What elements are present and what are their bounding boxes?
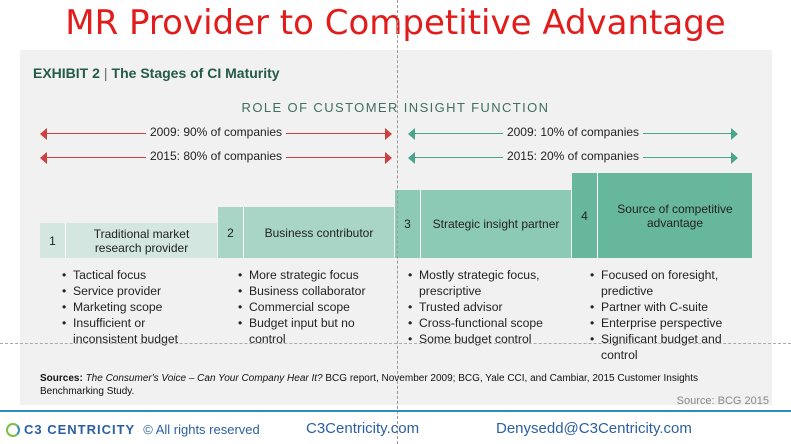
exhibit-number: EXHIBIT 2 <box>33 65 100 81</box>
stage-3: 3 Strategic insight partner <box>395 190 571 258</box>
slide-title: MR Provider to Competitive Advantage <box>65 3 726 43</box>
stage-2: 2 Business contributor <box>218 207 394 258</box>
sources-text: BCG report, November 2009; BCG, Yale CCI… <box>40 373 698 397</box>
footer-brand: C3 CENTRICITY © All rights reserved <box>6 422 260 437</box>
arrow-label: 2009: 90% of companies <box>145 125 287 139</box>
list-item: More strategic focus <box>238 267 388 283</box>
list-item: Service provider <box>62 283 212 299</box>
list-item: Enterprise perspective <box>590 315 750 331</box>
footer: C3 CENTRICITY © All rights reserved C3Ce… <box>0 414 791 444</box>
arrow-label: 2009: 10% of companies <box>502 125 644 139</box>
arrow-2015-strategic: 2015: 20% of companies <box>408 149 738 164</box>
website-link[interactable]: C3Centricity.com <box>306 420 420 437</box>
stage-4-bullets: Focused on foresight, predictive Partner… <box>590 267 750 363</box>
stage-label: Traditional market research provider <box>93 226 190 255</box>
arrow-label: 2015: 80% of companies <box>145 149 287 163</box>
exhibit-heading: EXHIBIT 2|The Stages of CI Maturity <box>33 65 280 81</box>
list-item: Business collaborator <box>238 283 388 299</box>
brand-name: C3 CENTRICITY <box>24 422 136 437</box>
arrow-2015-traditional: 2015: 80% of companies <box>40 149 392 164</box>
stage-number: 2 <box>218 207 244 258</box>
arrow-2009-strategic: 2009: 10% of companies <box>408 125 738 140</box>
list-item: Cross-functional scope <box>408 315 568 331</box>
arrow-label: 2015: 20% of companies <box>502 149 644 163</box>
stage-2-bullets: More strategic focus Business collaborat… <box>238 267 388 347</box>
footer-divider <box>0 410 791 412</box>
list-item: Commercial scope <box>238 299 388 315</box>
list-item: Mostly strategic focus, prescriptive <box>408 267 568 299</box>
stage-3-bullets: Mostly strategic focus, prescriptive Tru… <box>408 267 568 347</box>
list-item: Insufficient or inconsistent budget <box>62 315 212 347</box>
list-item: Significant budget and control <box>590 331 750 363</box>
list-item: Some budget control <box>408 331 568 347</box>
exhibit-name: The Stages of CI Maturity <box>111 65 280 81</box>
c3-logo-icon <box>6 422 20 437</box>
email-link[interactable]: Denysedd@C3Centricity.com <box>496 420 692 437</box>
stage-number: 4 <box>572 173 598 258</box>
sources-note: Sources: The Consumer's Voice – Can Your… <box>40 372 760 398</box>
guide-line-horizontal <box>0 343 791 344</box>
source-credit: Source: BCG 2015 <box>676 395 769 407</box>
exhibit-separator: | <box>103 65 108 81</box>
stage-label: Strategic insight partner <box>432 217 560 231</box>
arrow-2009-traditional: 2009: 90% of companies <box>40 125 392 140</box>
list-item: Focused on foresight, predictive <box>590 267 750 299</box>
stage-1-bullets: Tactical focus Service provider Marketin… <box>62 267 212 347</box>
copyright-text: © All rights reserved <box>143 422 260 437</box>
sources-label: Sources: <box>40 373 83 384</box>
stage-label: Source of competitive advantage <box>617 201 733 230</box>
stage-label: Business contributor <box>264 225 374 240</box>
stage-number: 3 <box>395 190 421 258</box>
list-item: Partner with C-suite <box>590 299 750 315</box>
role-heading: ROLE OF CUSTOMER INSIGHT FUNCTION <box>241 100 550 115</box>
list-item: Trusted advisor <box>408 299 568 315</box>
sources-report-title: The Consumer's Voice – Can Your Company … <box>85 373 323 384</box>
guide-line-vertical <box>397 0 398 444</box>
list-item: Marketing scope <box>62 299 212 315</box>
list-item: Budget input but no control <box>238 315 388 347</box>
stage-4: 4 Source of competitive advantage <box>572 173 752 258</box>
stage-1: 1 Traditional market research provider <box>40 223 217 258</box>
stage-number: 1 <box>40 223 66 258</box>
list-item: Tactical focus <box>62 267 212 283</box>
